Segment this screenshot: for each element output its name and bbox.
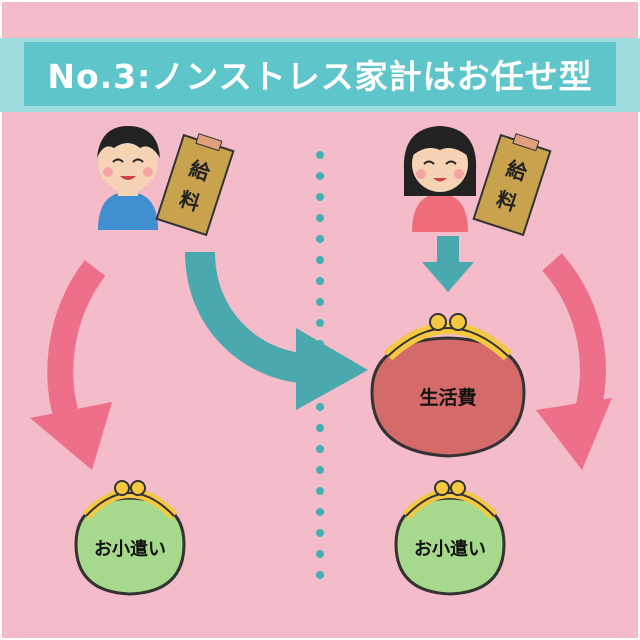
divider-dot — [316, 550, 324, 558]
divider-dot — [316, 445, 324, 453]
salary-envelope-left: 給 料 — [155, 133, 235, 237]
divider-dot — [316, 256, 324, 264]
divider-dot — [316, 508, 324, 516]
girl-character — [403, 126, 477, 232]
divider-dot — [316, 298, 324, 306]
allowance-purse-left: お小遣い — [74, 480, 186, 596]
living-expenses-purse: 生活費 — [370, 313, 526, 458]
allowance-label-right: お小遣い — [414, 538, 486, 560]
divider-dot — [316, 214, 324, 222]
divider-dot — [316, 571, 324, 579]
divider-dot — [316, 487, 324, 495]
left-pink-arrow — [30, 260, 112, 470]
teal-down-arrow — [422, 236, 474, 292]
page-title: No.3:ノンストレス家計はお任せ型 — [47, 57, 593, 96]
boy-character — [97, 126, 160, 230]
title-bar: No.3:ノンストレス家計はお任せ型 — [24, 42, 616, 106]
center-divider-dots — [316, 151, 324, 579]
divider-dot — [316, 193, 324, 201]
living-expenses-label: 生活費 — [419, 386, 476, 409]
allowance-label-left: お小遣い — [94, 538, 166, 560]
divider-dot — [316, 235, 324, 243]
right-pink-arrow — [536, 253, 612, 470]
allowance-purse-right: お小遣い — [394, 480, 506, 596]
divider-dot — [316, 424, 324, 432]
salary-envelope-right: 給 料 — [472, 133, 552, 237]
divider-dot — [316, 529, 324, 537]
divider-dot — [316, 403, 324, 411]
divider-dot — [316, 172, 324, 180]
divider-dot — [316, 151, 324, 159]
divider-dot — [316, 319, 324, 327]
divider-dot — [316, 466, 324, 474]
divider-dot — [316, 277, 324, 285]
teal-arrow-to-living-purse — [185, 251, 368, 410]
